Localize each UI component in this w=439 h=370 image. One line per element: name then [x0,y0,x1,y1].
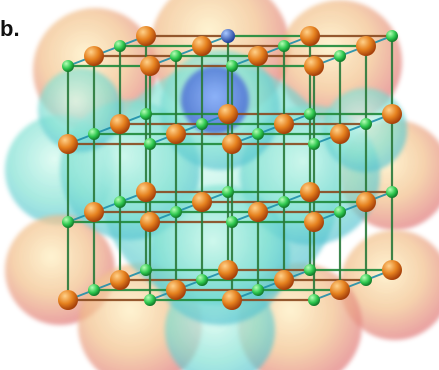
atom-green [88,128,100,140]
atom-orange [166,124,186,144]
atom-green [304,264,316,276]
atom-orange [300,182,320,202]
atom-orange [222,134,242,154]
atom-green [222,186,234,198]
atom-orange [304,212,324,232]
atom-orange [140,212,160,232]
atom-green [360,274,372,286]
atom-green [334,50,346,62]
atom-green [226,216,238,228]
atom-orange [218,260,238,280]
isosurface-blob [340,230,439,340]
atom-orange [304,56,324,76]
atom-orange [274,270,294,290]
atom-green [308,138,320,150]
atom-orange [110,270,130,290]
atom-green [226,60,238,72]
atom-orange [382,260,402,280]
atom-orange [136,182,156,202]
atom-green [140,264,152,276]
atom-orange [84,46,104,66]
atom-orange [248,202,268,222]
atom-blue [221,29,235,43]
atom-orange [84,202,104,222]
atom-green [278,40,290,52]
atom-orange [58,290,78,310]
atom-orange [192,192,212,212]
atom-green [304,108,316,120]
panel-label: b. [0,16,20,41]
atom-orange [140,56,160,76]
atom-green [308,294,320,306]
atom-green [140,108,152,120]
atom-orange [248,46,268,66]
isosurface-blob [150,185,290,325]
atom-green [252,128,264,140]
atom-green [144,138,156,150]
atom-green [114,196,126,208]
atom-orange [166,280,186,300]
atom-orange [330,124,350,144]
atom-orange [136,26,156,46]
atom-green [62,60,74,72]
atom-orange [222,290,242,310]
atom-orange [300,26,320,46]
atom-green [170,206,182,218]
atom-green [88,284,100,296]
atom-orange [218,104,238,124]
atom-orange [110,114,130,134]
atom-orange [356,192,376,212]
atom-green [170,50,182,62]
atom-green [334,206,346,218]
atom-orange [356,36,376,56]
atom-green [278,196,290,208]
atom-orange [192,36,212,56]
atom-green [114,40,126,52]
atom-green [386,30,398,42]
atom-green [360,118,372,130]
atom-orange [382,104,402,124]
atom-green [196,118,208,130]
atom-green [386,186,398,198]
atom-layer [58,26,402,310]
atom-green [252,284,264,296]
atom-green [144,294,156,306]
atom-green [62,216,74,228]
atom-orange [274,114,294,134]
atom-orange [330,280,350,300]
atom-orange [58,134,78,154]
atom-green [196,274,208,286]
